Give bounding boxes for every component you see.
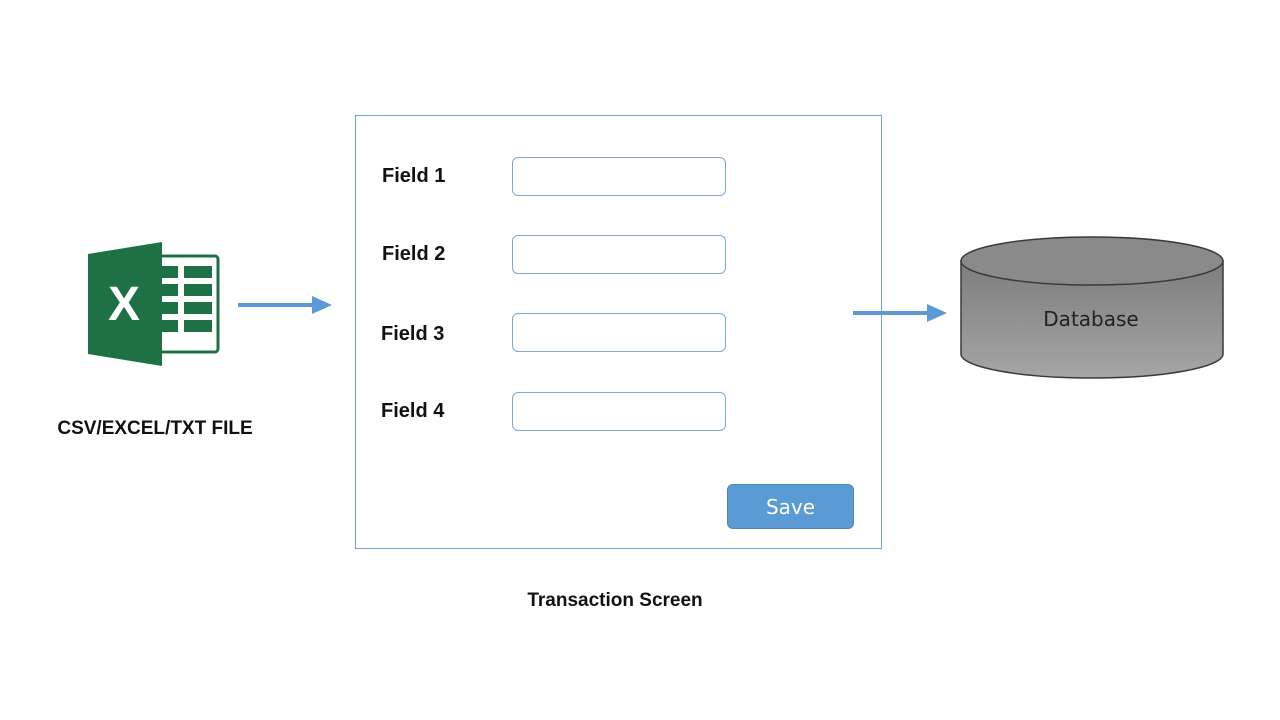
save-button[interactable]: Save	[727, 484, 854, 529]
field-1-input[interactable]	[512, 157, 726, 196]
arrow-right-icon	[238, 296, 332, 314]
transaction-screen-caption: Transaction Screen	[527, 590, 703, 611]
field-4-input[interactable]	[512, 392, 726, 431]
database-icon	[960, 236, 1224, 379]
source-file-label: CSV/EXCEL/TXT FILE	[57, 418, 253, 439]
field-4-label: Field 4	[381, 400, 445, 422]
field-3-input[interactable]	[512, 313, 726, 352]
field-2-label: Field 2	[382, 243, 446, 265]
arrow-right-icon	[853, 304, 947, 322]
excel-file-icon: X	[88, 242, 220, 366]
svg-text:X: X	[108, 278, 140, 331]
database-label: Database	[1043, 307, 1139, 331]
field-3-label: Field 3	[381, 323, 445, 345]
field-2-input[interactable]	[512, 235, 726, 274]
field-1-label: Field 1	[382, 165, 446, 187]
